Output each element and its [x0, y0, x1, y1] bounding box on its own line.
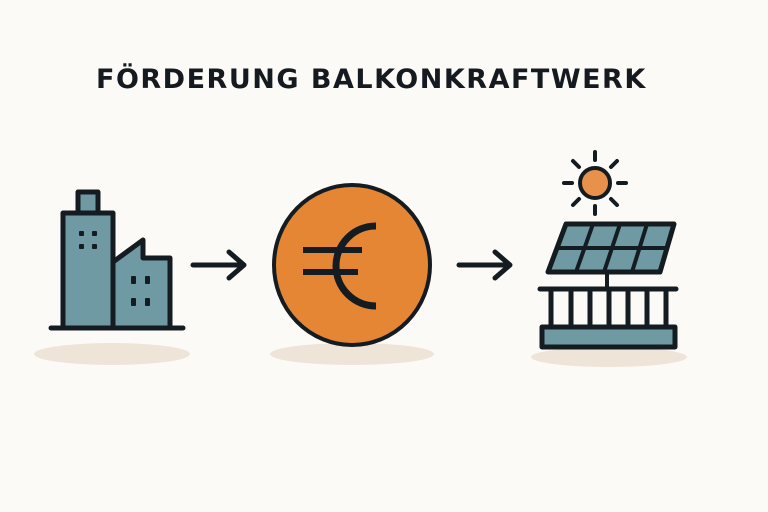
panel-shadow	[531, 347, 687, 367]
arrow-right-icon	[456, 249, 513, 281]
building-icon	[34, 189, 190, 365]
balcony-railing	[537, 286, 679, 350]
building-shadow	[34, 343, 190, 365]
coin-shadow	[270, 343, 434, 365]
arrow-right-icon	[190, 249, 247, 281]
euro-coin-icon	[270, 183, 434, 365]
balcony-solar-panel-icon	[531, 221, 687, 367]
page-title: FÖRDERUNG BALKONKRAFTWERK	[96, 64, 647, 95]
sun-icon	[562, 150, 628, 216]
solar-panel	[545, 221, 677, 288]
